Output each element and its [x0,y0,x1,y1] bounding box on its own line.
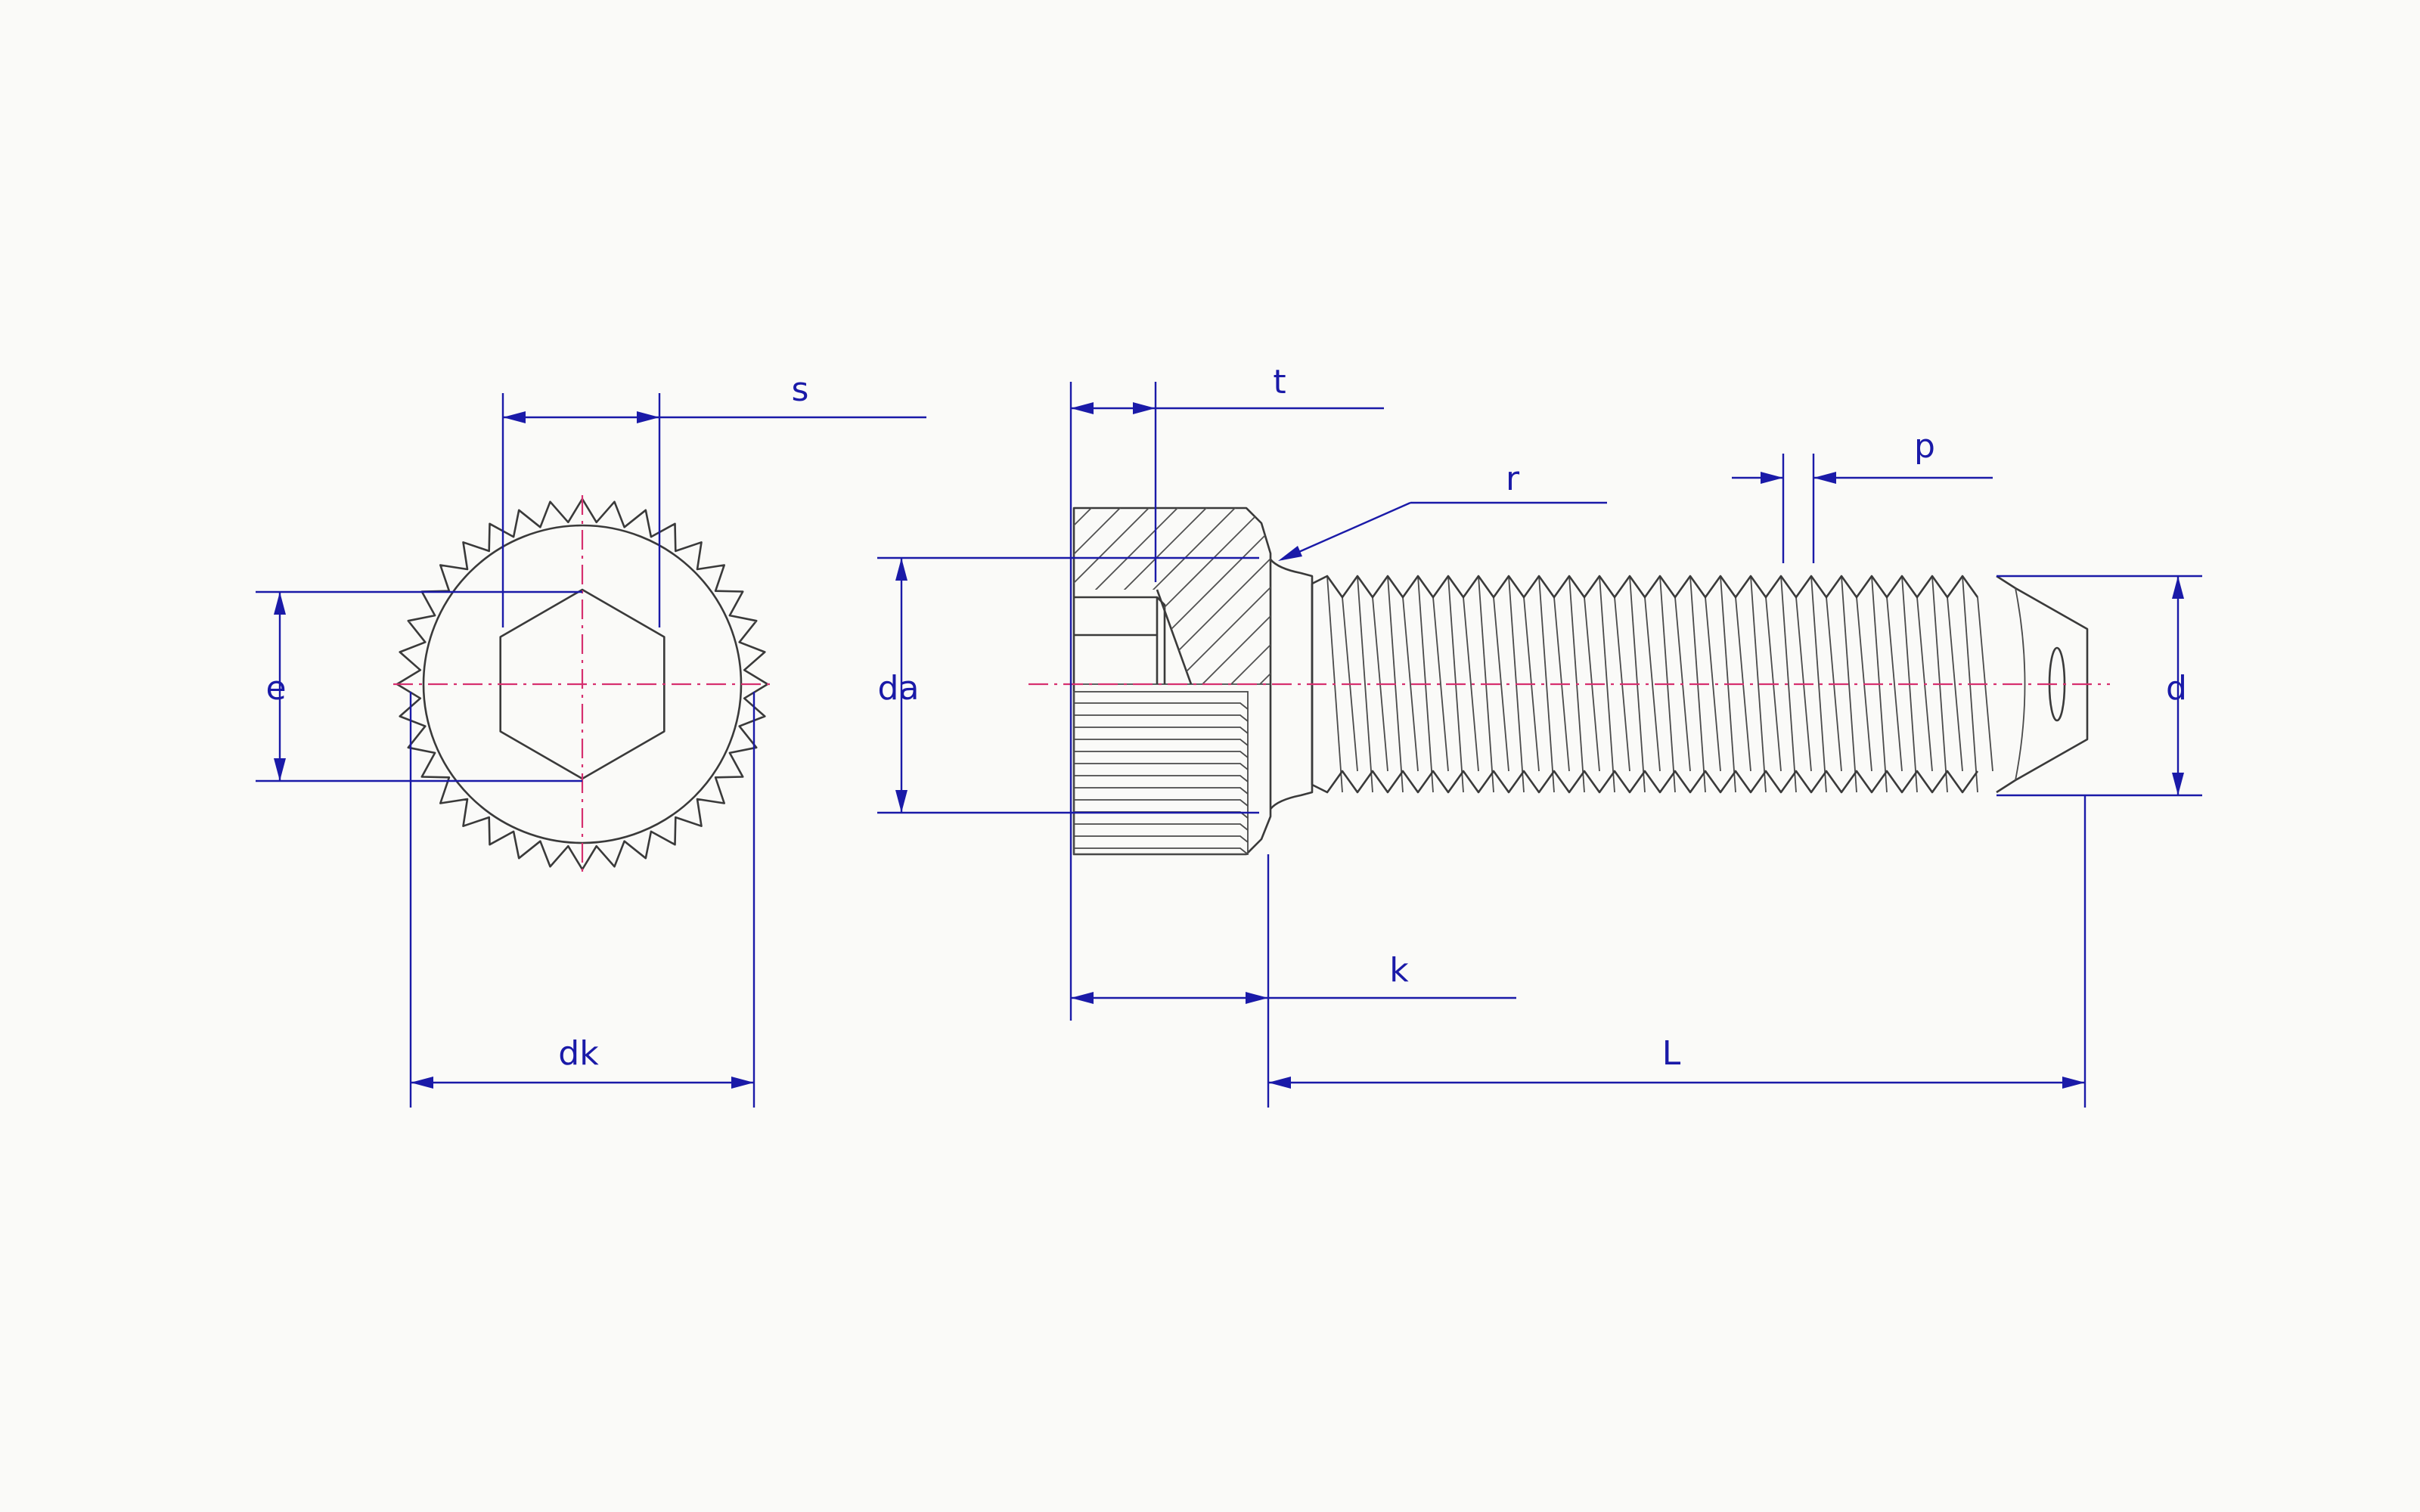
dim-e: e [256,590,582,782]
label-da: da [878,669,920,708]
dim-t: t [1069,363,1384,1021]
section-hatching [1074,508,1270,684]
side-view [1028,507,2110,856]
label-k: k [1389,951,1409,990]
dim-d: d [1996,575,2202,797]
dim-da: da [877,556,1259,814]
dim-r: r [1278,460,1607,561]
label-t: t [1273,363,1286,401]
label-r: r [1506,460,1520,498]
dim-p: p [1732,427,1993,563]
label-L: L [1662,1034,1681,1073]
label-dk: dk [558,1034,599,1073]
dim-k: k [1071,854,1516,1108]
dim-L: L [1268,795,2086,1108]
tip-curve [2015,587,2026,781]
front-view [393,495,771,877]
label-e: e [265,669,286,708]
head-knurl-lines [1073,691,1249,855]
dim-s: s [501,370,926,627]
socket-cone [1156,589,1193,685]
socket-section-profile [1074,596,1166,684]
label-p: p [1914,427,1935,466]
label-d: d [2166,669,2187,708]
dim-dk: dk [409,692,755,1108]
label-s: s [792,370,809,409]
